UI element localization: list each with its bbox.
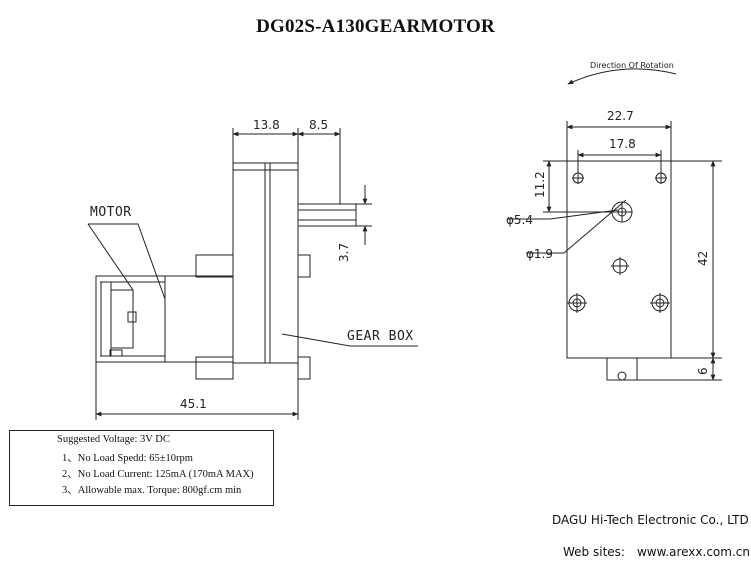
- drawing-title: DG02S-A130GEARMOTOR: [256, 16, 495, 37]
- spec-item: 3、Allowable max. Torque: 800gf.cm min: [62, 485, 242, 496]
- web-label: Web sites:: [563, 545, 625, 559]
- spec-heading: Suggested Voltage: 3V DC: [57, 434, 170, 445]
- dim-shaft-length: 8.5: [309, 118, 328, 132]
- web-url[interactable]: www.arexx.com.cn: [636, 545, 750, 559]
- dim-height: 42: [696, 251, 710, 266]
- dim-hole-offset: 11.2: [533, 171, 547, 198]
- dim-total-length: 45.1: [180, 397, 207, 411]
- web-line: Web sites: www.arexx.com.cn: [563, 545, 750, 559]
- label-motor: MOTOR: [90, 205, 132, 220]
- side-view: [87, 128, 418, 420]
- front-view: [507, 68, 722, 381]
- dim-motor-width: 13.8: [253, 118, 280, 132]
- rotation-label: Direction Of Rotation: [590, 61, 674, 70]
- dim-width: 22.7: [607, 109, 634, 123]
- output-shaft: [297, 203, 357, 227]
- specs-box: Suggested Voltage: 3V DC 1、No Load Spedd…: [9, 430, 274, 506]
- label-gearbox: GEAR BOX: [347, 329, 414, 344]
- company-name: DAGU Hi-Tech Electronic Co., LTD: [552, 513, 749, 527]
- dim-hole-spacing: 17.8: [609, 137, 636, 151]
- dim-hole-dia: φ1.9: [526, 247, 553, 261]
- dim-hub-dia: φ5.4: [506, 213, 533, 227]
- spec-item: 2、No Load Current: 125mA (170mA MAX): [62, 469, 254, 480]
- spec-item: 1、No Load Spedd: 65±10rpm: [62, 453, 193, 464]
- dim-bottom: 6: [696, 367, 710, 375]
- dim-shaft-dia: 3.7: [337, 243, 351, 262]
